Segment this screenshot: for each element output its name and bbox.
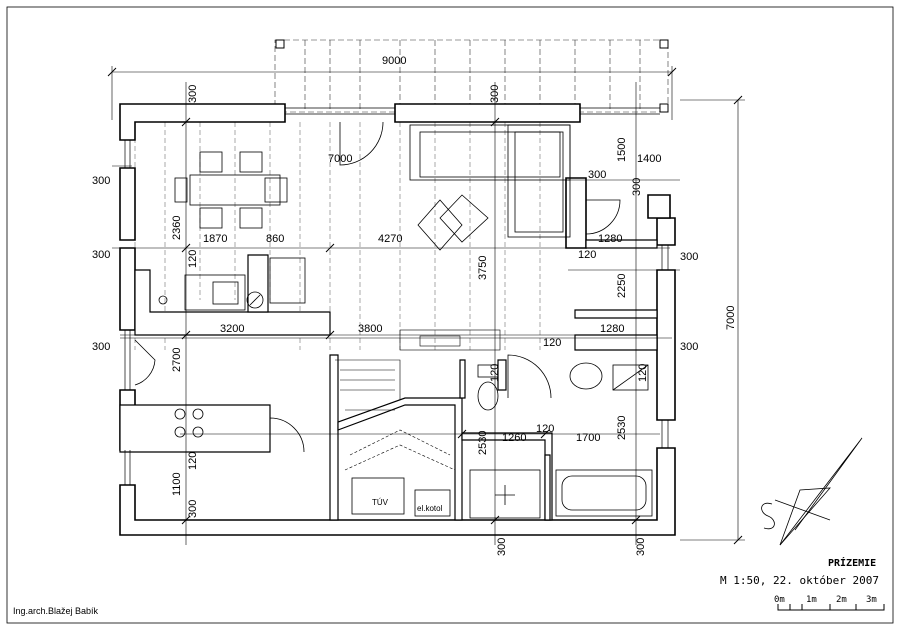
dining-set — [174, 151, 288, 229]
plan-title: PRÍZEMIE — [828, 556, 876, 569]
dim-7000: 7000 — [725, 306, 737, 330]
scale-3m: 3m — [866, 595, 877, 605]
dim-1400: 1400 — [637, 153, 661, 165]
dim-7000-inner: 7000 — [328, 153, 352, 165]
dim-2700: 2700 — [171, 348, 183, 372]
dimension-ticks — [107, 67, 743, 545]
dim-120-c: 120 — [543, 337, 561, 349]
scale-date: M 1:50, 22. október 2007 — [720, 574, 879, 587]
dim-300-left-a: 300 — [92, 175, 110, 187]
scale-1m: 1m — [806, 595, 817, 605]
dim-3750: 3750 — [477, 256, 489, 280]
dim-300-top-b: 300 — [489, 85, 501, 103]
scale-0m: 0m — [774, 595, 785, 605]
dim-300-right-b: 300 — [631, 178, 643, 196]
dim-300-bottom-a: 300 — [187, 500, 199, 518]
sofa-set — [409, 124, 571, 251]
author-credit: Ing.arch.Blažej Babík — [13, 606, 99, 616]
dim-4270: 4270 — [378, 233, 402, 245]
dim-2530-a: 2530 — [477, 431, 489, 455]
dim-300-right-a: 300 — [588, 169, 606, 181]
dim-300-bottom-b: 300 — [496, 538, 508, 556]
tuv-label: TÚV — [372, 498, 389, 507]
scale-bar — [777, 604, 885, 611]
dim-860: 860 — [266, 233, 284, 245]
kitchen-units — [158, 257, 306, 311]
doors — [134, 121, 621, 453]
cooktop — [174, 408, 204, 438]
dim-120-f: 120 — [536, 423, 554, 435]
dimension-lines — [111, 66, 745, 545]
dim-1870: 1870 — [203, 233, 227, 245]
dim-300-left-b: 300 — [92, 249, 110, 261]
dim-300-top-a: 300 — [187, 85, 199, 103]
dim-120-b: 120 — [578, 249, 596, 261]
interior-walls — [119, 239, 658, 521]
dim-9000: 9000 — [382, 55, 406, 67]
dim-1260: 1260 — [502, 432, 526, 444]
dim-1280-b: 1280 — [600, 323, 624, 335]
sheet-frame — [6, 6, 894, 624]
dim-1100: 1100 — [171, 472, 183, 496]
dim-3800: 3800 — [358, 323, 382, 335]
boiler-label: el.kotol — [417, 504, 443, 513]
north-arrow — [761, 437, 863, 546]
dim-1280-a: 1280 — [598, 233, 622, 245]
dim-2250: 2250 — [616, 274, 628, 298]
dim-1700: 1700 — [576, 432, 600, 444]
dim-300-bottom-c: 300 — [635, 538, 647, 556]
dim-300-right-d: 300 — [680, 341, 698, 353]
pergola-columns — [275, 39, 669, 113]
dim-3200: 3200 — [220, 323, 244, 335]
dim-1500: 1500 — [616, 138, 628, 162]
dim-2530-b: 2530 — [616, 416, 628, 440]
staircase — [335, 329, 501, 471]
dim-120-a: 120 — [187, 250, 199, 268]
sanitary-fixtures — [469, 362, 653, 519]
pergola-grid — [274, 39, 669, 113]
dim-300-left-c: 300 — [92, 341, 110, 353]
windows — [124, 107, 669, 485]
dim-2360: 2360 — [171, 216, 183, 240]
dim-120-e: 120 — [637, 364, 649, 382]
dim-300-right-c: 300 — [680, 251, 698, 263]
dim-120-g: 120 — [187, 452, 199, 470]
scale-2m: 2m — [836, 595, 847, 605]
utility-boxes — [351, 477, 451, 517]
dim-120-d: 120 — [489, 364, 501, 382]
